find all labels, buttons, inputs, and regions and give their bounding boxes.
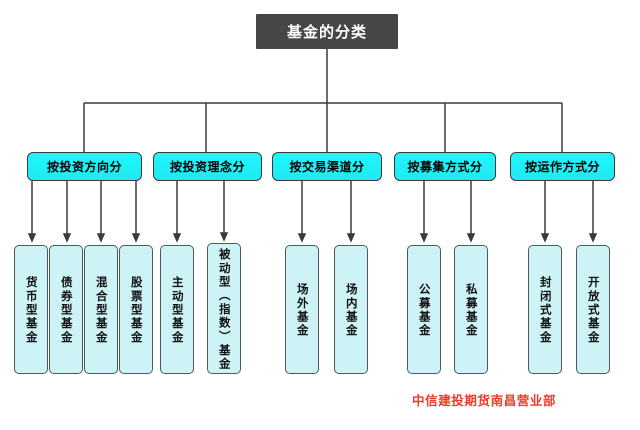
leaf-node-public-offering-fund[interactable]: 公募基金: [407, 245, 441, 374]
leaf-node-label: 场外基金: [295, 283, 310, 338]
leaf-node-label: 公募基金: [417, 283, 432, 338]
leaf-node-label: 封闭式基金: [538, 276, 553, 345]
leaf-node-label: 私募基金: [464, 283, 479, 338]
leaf-node-label: 债券型基金: [59, 276, 74, 345]
category-node-by-fundraising-method[interactable]: 按募集方式分: [394, 152, 496, 181]
category-node-label: 按投资方向分: [46, 160, 122, 174]
category-node-label: 按运作方式分: [524, 160, 600, 174]
leaf-node-otc-fund[interactable]: 场外基金: [285, 245, 319, 374]
category-node-label: 按交易渠道分: [289, 160, 365, 174]
category-node-by-investment-direction[interactable]: 按投资方向分: [27, 152, 142, 181]
leaf-node-label: 混合型基金: [94, 276, 109, 345]
leaf-node-money-market-fund[interactable]: 货币型基金: [14, 245, 48, 374]
root-node-fund-classification[interactable]: 基金的分类: [256, 14, 398, 49]
leaf-node-label: 开放式基金: [586, 276, 601, 345]
leaf-node-active-fund[interactable]: 主动型基金: [160, 245, 194, 374]
leaf-node-equity-fund[interactable]: 股票型基金: [119, 245, 153, 374]
footer-credit: 中信建投期货南昌营业部: [412, 393, 557, 408]
leaf-node-passive-index-fund[interactable]: 被动型（指数）基金: [207, 243, 241, 374]
leaf-node-label: 货币型基金: [24, 276, 39, 345]
leaf-node-private-offering-fund[interactable]: 私募基金: [454, 245, 488, 374]
leaf-node-exchange-traded-fund[interactable]: 场内基金: [334, 245, 368, 374]
leaf-node-label: 主动型基金: [170, 276, 185, 345]
category-node-label: 按募集方式分: [407, 160, 483, 174]
category-node-by-operation-method[interactable]: 按运作方式分: [510, 152, 615, 181]
category-node-label: 按投资理念分: [169, 160, 245, 174]
leaf-node-hybrid-fund[interactable]: 混合型基金: [84, 245, 118, 374]
leaf-node-label: 场内基金: [344, 283, 359, 338]
category-node-by-investment-philosophy[interactable]: 按投资理念分: [153, 152, 262, 181]
leaf-node-open-end-fund[interactable]: 开放式基金: [576, 245, 610, 374]
root-node-label: 基金的分类: [286, 23, 367, 41]
leaf-node-bond-fund[interactable]: 债券型基金: [49, 245, 83, 374]
leaf-node-label: 股票型基金: [129, 276, 144, 345]
leaf-node-label: 被动型（指数）基金: [217, 247, 232, 372]
category-node-by-trading-channel[interactable]: 按交易渠道分: [272, 152, 382, 181]
leaf-node-closed-end-fund[interactable]: 封闭式基金: [528, 245, 562, 374]
